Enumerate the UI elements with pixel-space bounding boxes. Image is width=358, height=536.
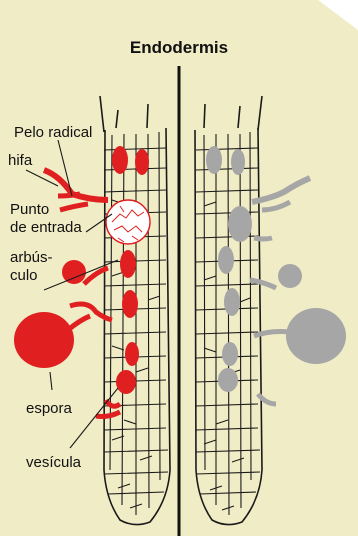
- label-root-hair: Pelo radical: [14, 124, 92, 141]
- gray-internal-4: [218, 246, 234, 274]
- label-spore: espora: [26, 400, 72, 417]
- small-spore: [62, 260, 86, 284]
- internal-vesicle-1: [112, 146, 128, 174]
- gray-large-spore: [286, 308, 346, 364]
- large-spore: [14, 312, 74, 368]
- gray-internal-7: [218, 368, 238, 392]
- label-arbuscule-2: culo: [10, 267, 38, 284]
- gray-internal-5: [224, 288, 240, 316]
- internal-vesicle-2: [135, 149, 149, 175]
- label-arbuscule-1: arbús-: [10, 249, 53, 266]
- internal-vesicle-5: [125, 342, 139, 366]
- gray-internal-1: [206, 146, 222, 174]
- label-entry-point-1: Punto: [10, 201, 49, 218]
- gray-small-spore: [278, 264, 302, 288]
- gray-internal-3: [228, 206, 252, 242]
- internal-vesicle-4: [122, 290, 138, 318]
- gray-internal-2: [231, 149, 245, 175]
- internal-vesicle-3: [120, 250, 136, 278]
- label-entry-point-2: de entrada: [10, 219, 82, 236]
- diagram-title: Endodermis: [0, 38, 358, 58]
- label-hypha: hifa: [8, 152, 32, 169]
- gray-internal-6: [222, 342, 238, 366]
- label-vesicle: vesícula: [26, 454, 81, 471]
- vesicle: [116, 370, 136, 394]
